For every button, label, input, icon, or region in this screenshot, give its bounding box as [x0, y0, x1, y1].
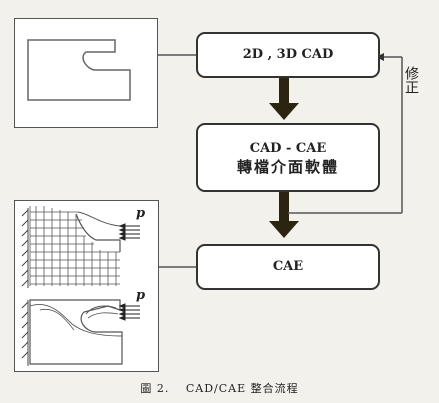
upper-force-label: p [136, 206, 146, 221]
lower-force-arrows [118, 303, 140, 321]
interface-box-line2: 轉檔介面軟體 [236, 157, 339, 176]
part-outline-panel [14, 18, 158, 128]
lower-deformed-model [29, 299, 123, 365]
feedback-arrowhead [376, 53, 384, 61]
feedback-label: 修正 [403, 66, 419, 94]
cad-box: 2D , 3D CAD [196, 32, 380, 78]
interface-box-line1: CAD - CAE [249, 140, 327, 156]
interface-software-box: CAD - CAE 轉檔介面軟體 [196, 123, 380, 192]
lower-support-hatch [21, 300, 29, 366]
lower-force-label: p [136, 288, 146, 303]
cae-box-label: CAE [272, 259, 304, 274]
upper-support-hatch [21, 208, 29, 288]
feedback-loop [288, 56, 403, 214]
part-outline-shape [27, 39, 131, 101]
figure-caption: 圖 2. CAD/CAE 整合流程 [140, 382, 299, 395]
upper-force-arrows [118, 223, 140, 241]
cae-box: CAE [196, 244, 380, 290]
flow-arrow-2 [269, 192, 299, 238]
flow-arrow-1 [269, 78, 299, 120]
fea-mesh-panel [14, 200, 159, 372]
upper-mesh [29, 206, 121, 286]
cad-box-label: 2D , 3D CAD [242, 47, 334, 62]
